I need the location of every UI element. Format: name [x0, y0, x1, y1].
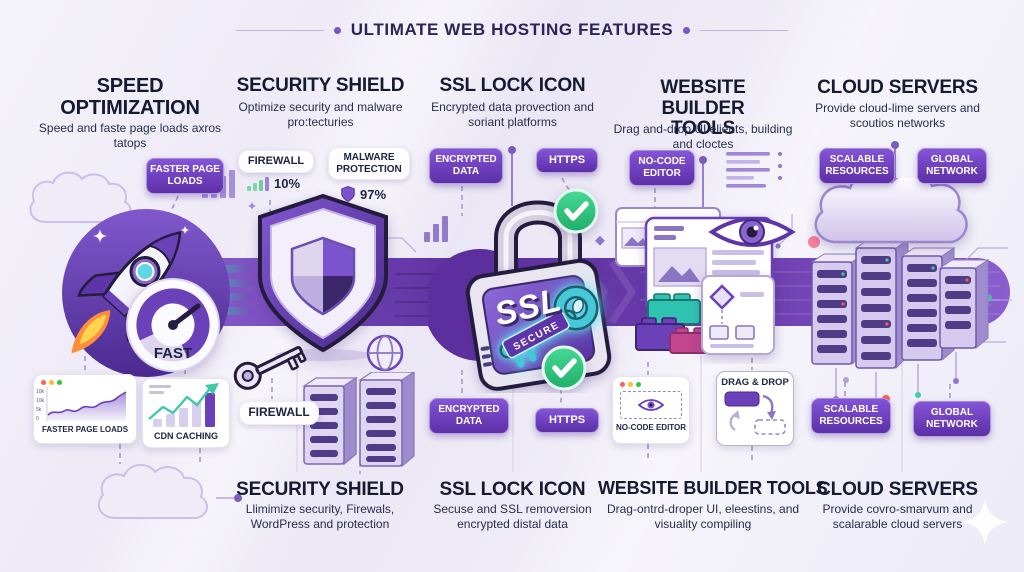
heading-cloud-servers-bottom: CLOUD SERVERS [817, 479, 978, 500]
subtitle-website-builder-bottom: Drag-ontrd-droper UI, eleestins, and vis… [606, 502, 800, 531]
eye-icon [708, 217, 796, 247]
drip-lines [835, 352, 957, 402]
server-tower [301, 376, 359, 466]
badge-https-top: HTTPS [536, 148, 598, 173]
svg-text:10k: 10k [36, 398, 45, 404]
subtitle-cloud-servers-top: Provide cloud-lime servers and scoutios … [815, 101, 980, 130]
list-lines-icon [726, 152, 782, 188]
svg-text:5k: 5k [36, 407, 42, 413]
connector-dots [234, 141, 899, 502]
heading-security-shield-top: SECURITY SHIELD [236, 75, 405, 96]
title-dot-right [683, 26, 691, 34]
heading-website-builder-top: WEBSITE BUILDER TOOLS [660, 77, 746, 140]
lego-bricks [635, 293, 715, 354]
preview-box [620, 391, 682, 419]
title-dot-left [333, 26, 341, 34]
cdn-chart [148, 383, 219, 427]
flowchart-card [701, 275, 775, 355]
server-racks-small [301, 372, 416, 468]
heading-ssl-lock-bottom: SSL LOCK ICON [439, 479, 586, 500]
heading-ssl-lock-top: SSL LOCK ICON [439, 75, 586, 96]
badge-firewall-bottom: FIREWALL [239, 401, 319, 425]
drag-drop-card: DRAG & DROP [716, 371, 794, 446]
shield-illustration [258, 193, 388, 361]
badge-encrypted-data-bottom: ENCRYPTED DATA [429, 398, 509, 434]
subtitle-security-shield-bottom: Llimimize security, Firewals, WordPress … [245, 502, 395, 531]
traffic-lights [34, 375, 136, 385]
malware-stat: 97% [341, 186, 386, 202]
builder-illustration [615, 207, 796, 355]
secure-key: SECURE [499, 285, 599, 368]
subtitle-ssl-lock-top: Encrypted data provection and soriant pl… [431, 100, 594, 129]
server-tower [357, 372, 416, 468]
page-title: ULTIMATE WEB HOSTING FEATURES [350, 20, 674, 39]
badge-scalable-resources-top: SCALABLE RESOURCES [819, 148, 895, 184]
title-line-right [700, 29, 789, 31]
subtitle-ssl-lock-bottom: Secuse and SSL removersion encrypted dis… [433, 502, 592, 531]
heading-speed-optimization: SPEED OPTIMIZATION [60, 75, 200, 119]
card-label: DRAG & DROP [721, 377, 789, 388]
heading-website-builder-bottom: WEBSITE BUILDER TOOLS [598, 478, 828, 498]
cdn-caching-card: CDN CACHING [142, 378, 230, 448]
cloud-decoration-bottom-left [97, 464, 208, 519]
firewall-stat: 10% [247, 176, 300, 191]
badge-no-code-editor-top: NO-CODE EDITOR [629, 150, 695, 186]
svg-text:10k: 10k [36, 389, 45, 395]
drag-drop-graphic [724, 391, 786, 435]
server-towers [810, 239, 990, 370]
traffic-lights [613, 377, 689, 387]
rocket-illustration: FAST [62, 209, 230, 377]
cloud-decoration-top-left [29, 171, 132, 223]
page-title-row: ULTIMATE WEB HOSTING FEATURES [0, 20, 1024, 40]
badge-https-bottom: HTTPS [535, 408, 599, 433]
area-chart: 10k 10k 5k 0 [36, 387, 127, 422]
badge-firewall-top: FIREWALL [238, 150, 314, 173]
globe-icon [366, 334, 404, 372]
badge-global-network-top: GLOBAL NETWORK [917, 148, 987, 184]
big-cloud [814, 178, 968, 244]
gauge-label: FAST [154, 345, 192, 362]
malware-stat-value: 97% [360, 187, 387, 202]
card-label: NO-CODE EDITOR [615, 423, 687, 432]
subtitle-speed-optimization: Speed and faste page loads axros tatops [38, 121, 222, 150]
heading-security-shield-bottom: SECURITY SHIELD [236, 479, 404, 500]
svg-text:0: 0 [36, 416, 39, 422]
subtitle-website-builder-top: Drag and-drop UI elients, building and c… [613, 122, 793, 151]
firewall-stat-value: 10% [274, 176, 301, 191]
badge-encrypted-data-top: ENCRYPTED DATA [429, 148, 503, 184]
shield-mini-icon [341, 186, 355, 202]
bar-glyph-ssl [424, 216, 448, 242]
badge-malware-protection: MALWARE PROTECTION [328, 147, 410, 180]
badge-scalable-resources-bottom: SCALABLE RESOURCES [811, 398, 891, 434]
title-line-left [235, 29, 324, 31]
eye-icon [638, 399, 664, 411]
subtitle-cloud-servers-bottom: Provide covro-smarvum and scalarable clo… [822, 502, 973, 531]
badge-global-network-bottom: GLOBAL NETWORK [913, 401, 991, 437]
card-label: CDN CACHING [154, 431, 218, 441]
ssl-lock-illustration: SECURE [428, 188, 612, 391]
no-code-editor-card: NO-CODE EDITOR [612, 376, 690, 444]
page-speed-chart-card: 10k 10k 5k 0 FASTER PAGE LOADS [33, 374, 137, 444]
check-icon-bottom [541, 345, 587, 391]
heading-cloud-servers-top: CLOUD SERVERS [817, 77, 978, 98]
badge-faster-page-loads: FASTER PAGE LOADS [146, 158, 224, 194]
speed-gauge: FAST [126, 278, 220, 372]
bar-chart-icon [247, 177, 269, 191]
check-icon-top [553, 188, 599, 234]
card-label: FASTER PAGE LOADS [41, 425, 129, 434]
key-icon [233, 346, 307, 390]
lock-shackle [494, 200, 582, 290]
cloud-servers-illustration [808, 178, 992, 409]
subtitle-security-shield-top: Optimize security and malware pro:tectur… [238, 100, 403, 129]
rocket-icon [71, 231, 182, 354]
